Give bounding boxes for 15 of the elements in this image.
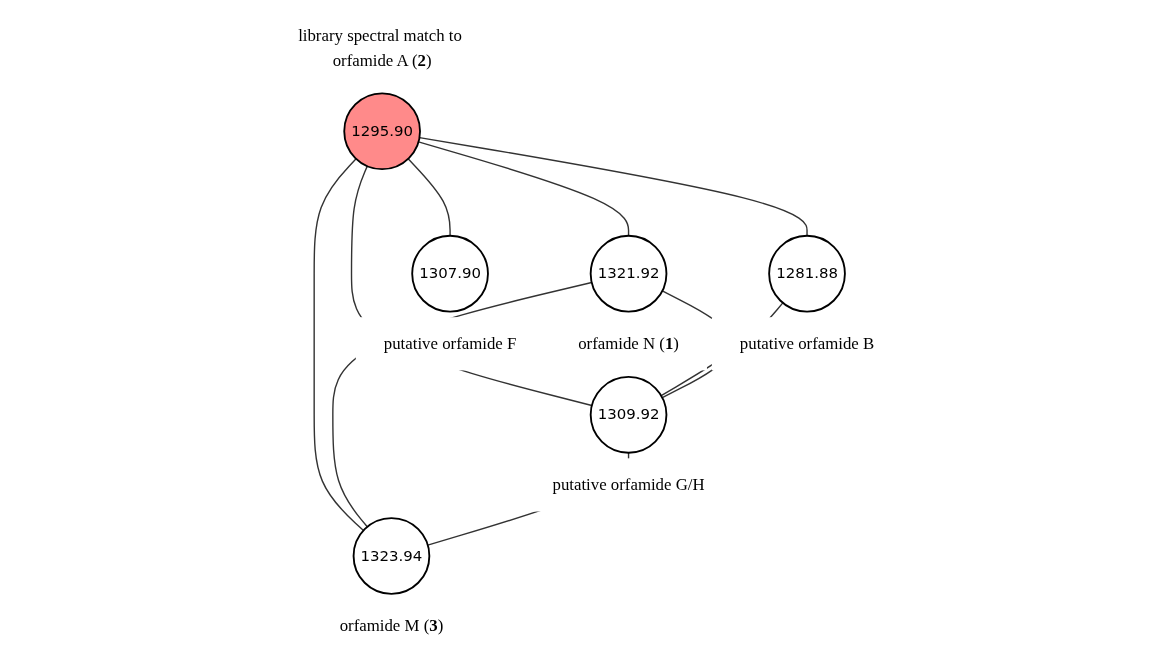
connector [313,158,365,532]
node-label: putative orfamide F [383,333,517,353]
node-circle: 1307.90 [411,234,489,313]
node-label: putative orfamide B [739,333,875,353]
connector [407,158,451,237]
node-label: orfamide M (3) [339,616,444,635]
node-circle: 1321.92 [589,234,668,313]
node-circle: 1295.90 [343,92,421,171]
node-label: library spectral match to orfamide A (2) [298,26,462,71]
node-circle: 1323.94 [352,517,431,595]
connector [418,136,808,237]
node-label: orfamide N (1) [578,333,679,353]
node-circle: 1281.88 [768,234,846,313]
node-circle: 1309.92 [589,376,668,454]
node-label: putative orfamide G/H [552,475,705,494]
